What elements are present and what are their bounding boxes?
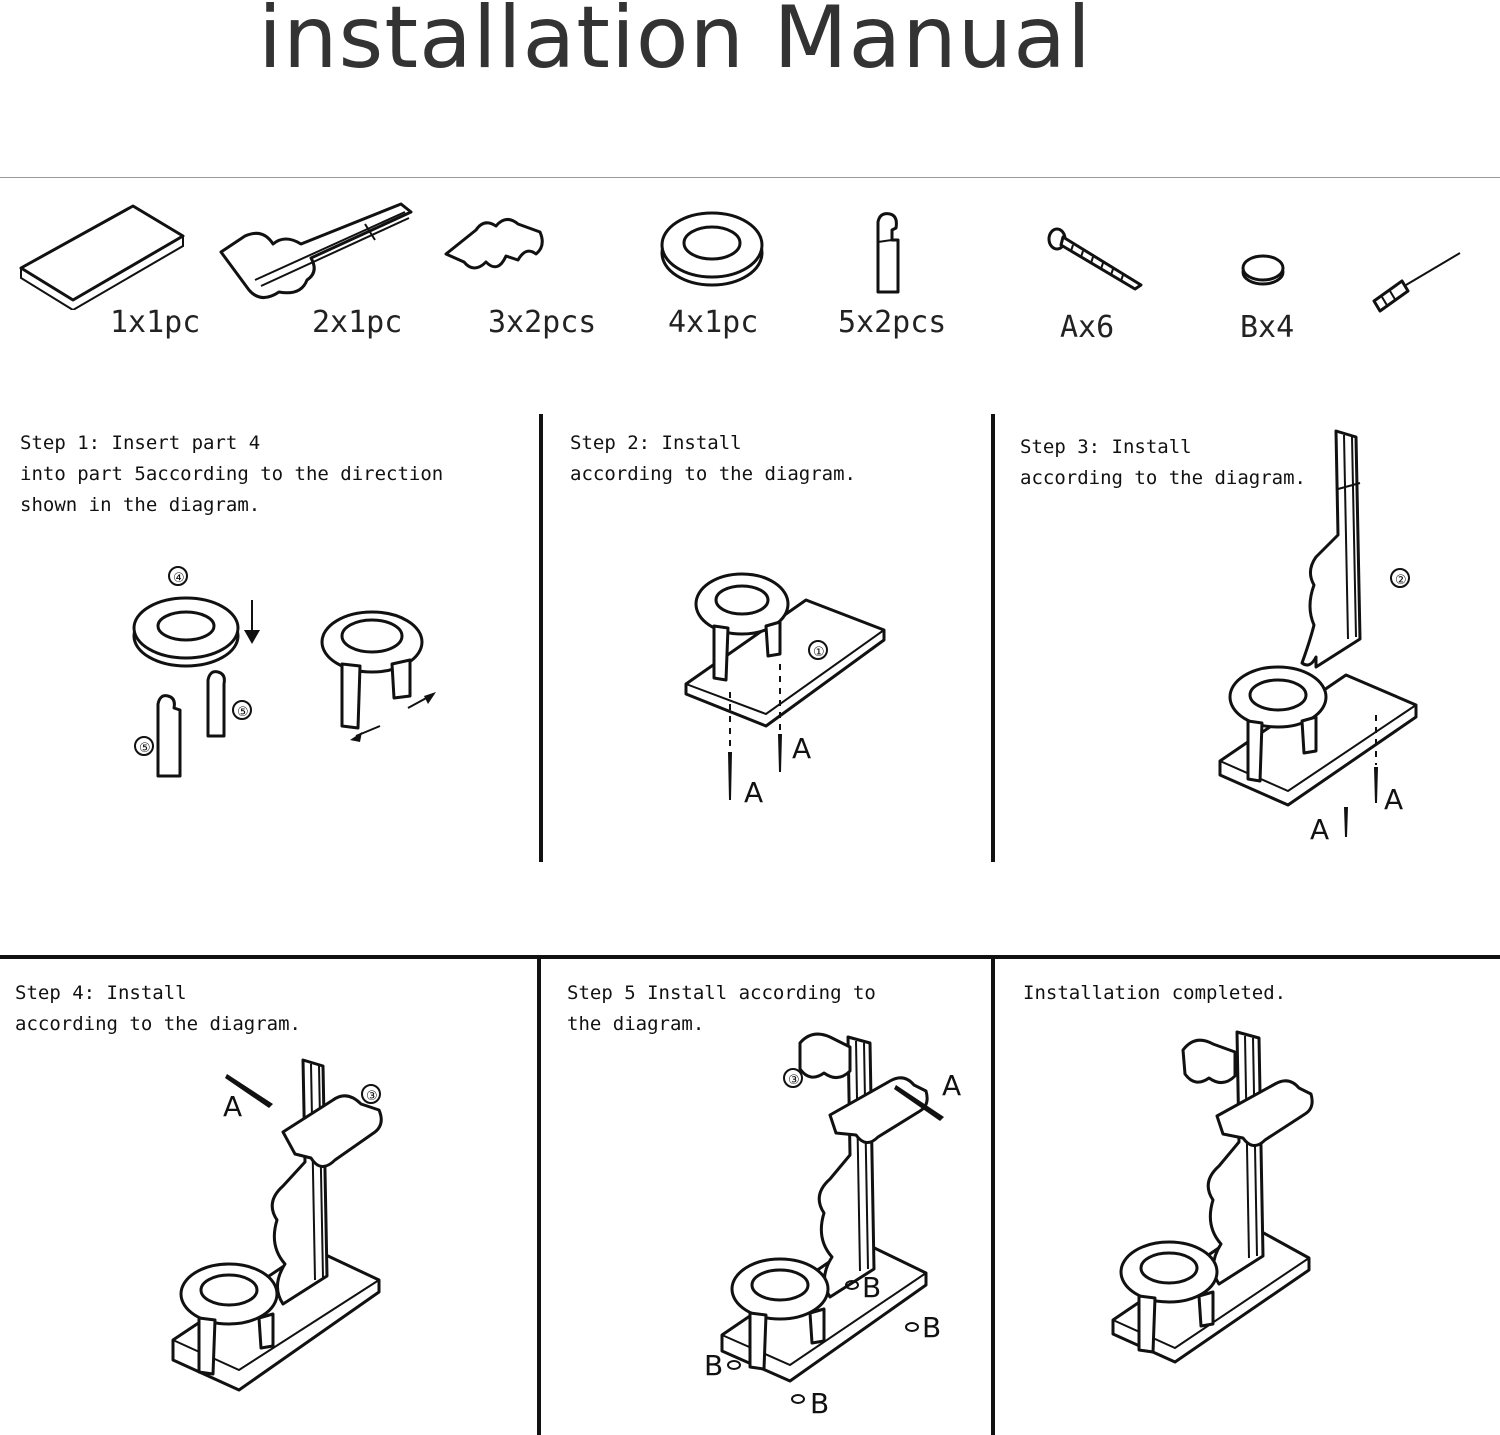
step-3-diagram: ② A A [1218, 429, 1418, 846]
svg-text:A: A [942, 1069, 961, 1102]
divider-vertical [991, 958, 995, 1435]
screwdriver-icon [1372, 252, 1461, 313]
divider-vertical [539, 414, 543, 862]
top-divider [0, 177, 1500, 178]
svg-text:A: A [1384, 783, 1403, 816]
svg-text:A: A [223, 1090, 242, 1123]
divider-vertical [991, 414, 995, 862]
step-4-text: Step 4: Install according to the diagram… [15, 982, 301, 1035]
part-label: 1x1pc [110, 305, 201, 340]
step-5-text: Step 5 Install according to the diagram. [567, 982, 876, 1035]
divider-vertical [537, 958, 541, 1435]
step-3-text: Step 3: Install according to the diagram… [1020, 436, 1306, 489]
svg-text:B: B [704, 1349, 723, 1382]
svg-text:A: A [744, 776, 763, 809]
svg-text:A: A [792, 732, 811, 765]
svg-text:①: ① [813, 645, 825, 660]
ring-holder-icon [660, 211, 764, 287]
page-title: installation Manual [258, 0, 1092, 88]
divider-horizontal [0, 955, 1500, 959]
step-4-diagram: ③ A [171, 1058, 383, 1392]
svg-text:B: B [810, 1387, 829, 1420]
step-2-text: Step 2: Install according to the diagram… [570, 432, 856, 485]
step-6-diagram [1111, 1030, 1314, 1364]
svg-text:④: ④ [173, 571, 185, 586]
step-1-diagram: ④ ⑤ ⑤ [132, 566, 436, 778]
step-2-diagram: ① A A [684, 572, 886, 809]
svg-text:⑤: ⑤ [237, 705, 249, 720]
screw-icon [1047, 227, 1143, 291]
svg-text:⑤: ⑤ [139, 741, 151, 756]
part-label: 3x2pcs [488, 305, 597, 340]
parts-row: 1x1pc 2x1pc 3x2pcs 4x1pc 5x2pcs Ax6 Bx4 [0, 190, 1500, 360]
svg-text:②: ② [1395, 573, 1407, 588]
part-label: 2x1pc [312, 305, 403, 340]
step-1-text: Step 1: Insert part 4 into part 5accordi… [20, 432, 444, 516]
base-plate-icon [19, 204, 185, 310]
violin-bracket-icon [444, 218, 544, 270]
part-label: Ax6 [1060, 310, 1115, 345]
support-leg-icon [876, 212, 900, 294]
svg-text:③: ③ [366, 1089, 378, 1104]
part-label: 4x1pc [668, 305, 759, 340]
svg-text:A: A [1310, 813, 1329, 846]
svg-text:B: B [862, 1271, 881, 1304]
violin-panel-icon [219, 202, 413, 299]
svg-text:③: ③ [788, 1073, 800, 1088]
step-6-text: Installation completed. [1023, 982, 1287, 1004]
svg-text:B: B [922, 1311, 941, 1344]
step-5-diagram: ③ A B B B B [704, 1032, 961, 1420]
foot-pad-icon [1241, 254, 1285, 286]
part-label: Bx4 [1240, 310, 1295, 345]
part-label: 5x2pcs [838, 305, 947, 340]
